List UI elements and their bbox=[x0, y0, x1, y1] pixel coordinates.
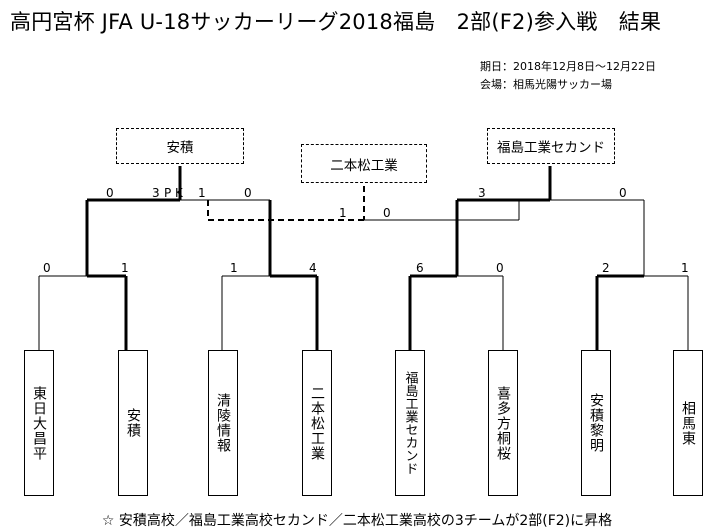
team-box: 福島工業セカンド bbox=[395, 350, 425, 496]
score-sf-left-c: 1 bbox=[198, 186, 206, 200]
event-period: 期日：2018年12月8日～12月22日 bbox=[480, 60, 656, 73]
winner-box-right: 福島工業セカンド bbox=[487, 128, 615, 164]
team-box: 喜多方桐桜 bbox=[488, 350, 518, 496]
team-box: 二本松工業 bbox=[302, 350, 332, 496]
event-venue: 会場：相馬光陽サッカー場 bbox=[480, 78, 612, 91]
team-box: 清陵情報 bbox=[208, 350, 238, 496]
team-name: 二本松工業 bbox=[309, 385, 325, 461]
team-name: 安積黎明 bbox=[588, 393, 604, 453]
team-name: 清陵情報 bbox=[215, 393, 231, 453]
score-center-b: 0 bbox=[383, 206, 391, 220]
team-box: 安積 bbox=[118, 350, 148, 496]
team-box: 東日大昌平 bbox=[24, 350, 54, 496]
score-r1-7: 2 bbox=[602, 261, 610, 275]
score-sf-left-a: 0 bbox=[106, 186, 114, 200]
winner-box-left: 安積 bbox=[116, 128, 244, 164]
score-sf-right-b: 0 bbox=[619, 186, 627, 200]
score-r1-2: 1 bbox=[121, 261, 129, 275]
score-sf-right-a: 3 bbox=[478, 186, 486, 200]
score-sf-left-b: 3 bbox=[152, 186, 160, 200]
team-box: 安積黎明 bbox=[581, 350, 611, 496]
team-name: 福島工業セカンド bbox=[402, 371, 418, 475]
team-name: 喜多方桐桜 bbox=[495, 385, 511, 461]
score-r1-8: 1 bbox=[681, 261, 689, 275]
score-center-a: 1 bbox=[339, 206, 347, 220]
page-title: 高円宮杯 JFA U-18サッカーリーグ2018福島 2部(F2)参入戦 結果 bbox=[10, 10, 662, 34]
score-r1-4: 4 bbox=[309, 261, 317, 275]
team-name: 相馬東 bbox=[680, 400, 696, 446]
score-pk-label: P K bbox=[164, 186, 183, 200]
winner-box-center: 二本松工業 bbox=[301, 144, 427, 183]
team-box: 相馬東 bbox=[673, 350, 703, 496]
promotion-note: ☆ 安積高校／福島工業高校セカンド／二本松工業高校の3チームが2部(F2)に昇格 bbox=[101, 513, 613, 529]
team-name: 東日大昌平 bbox=[31, 385, 47, 461]
score-r1-1: 0 bbox=[43, 261, 51, 275]
score-r1-5: 6 bbox=[416, 261, 424, 275]
score-sf-left-d: 0 bbox=[244, 186, 252, 200]
score-r1-3: 1 bbox=[230, 261, 238, 275]
team-name: 安積 bbox=[125, 408, 141, 438]
score-r1-6: 0 bbox=[496, 261, 504, 275]
